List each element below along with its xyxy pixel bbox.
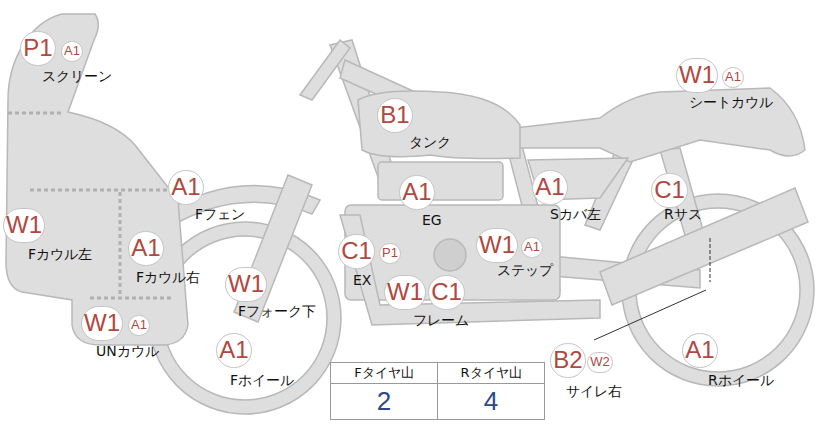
table-header-cell: Rタイヤ山 [437,362,545,384]
table-header-cell: Fタイヤ山 [330,362,438,384]
callout-code: W1 [384,275,426,310]
engine-cover [434,239,466,271]
seat-cowl [515,88,805,162]
callout-code: A1 [61,41,83,62]
part-name: サイレ右 [566,383,622,401]
part-name: EG [422,212,442,228]
part-name: ステップ [497,262,553,280]
part-name: Rホイール [708,372,774,390]
callout-code: W1 [676,58,718,93]
callout-code: W1 [81,306,123,341]
cowl-divider [119,192,122,298]
part-name: Fフェン [195,206,245,224]
engine-head [378,162,503,200]
table-value-cell: 4 [437,383,545,420]
cowl-divider [90,297,172,300]
part-name: タンク [409,134,451,152]
callout-code: W1 [225,267,267,302]
callout-code: C1 [428,275,465,310]
part-name: スクリーン [42,68,112,86]
callout-code: A1 [399,175,435,210]
callout-code: A1 [128,315,150,336]
part-name: フレーム [413,312,469,330]
cowl-divider [30,189,168,192]
callout-code: A1 [682,333,718,368]
callout-code: A1 [128,231,164,266]
callout-code: B1 [377,98,413,133]
callout-code: P1 [379,243,401,264]
part-name: Rサス [664,206,702,224]
callout-code: C1 [651,173,688,208]
part-name: シートカウル [689,94,773,112]
callout-code: W2 [587,352,613,373]
part-name: Fカウル左 [28,246,92,264]
part-name: EX [353,272,371,288]
part-name: UNカウル [96,343,159,361]
leader-line [710,238,711,282]
callout-code: A1 [532,170,568,205]
table-value-cell: 2 [330,383,438,420]
callout-code: W1 [476,228,518,263]
callout-code: C1 [338,234,375,269]
muffler [600,188,808,305]
part-name: Fフォーク下 [238,303,316,321]
callout-code: W1 [3,208,45,243]
callout-code: A1 [168,170,204,205]
part-name: Fホイール [230,372,294,390]
handlebar [300,40,350,100]
tank [358,91,520,159]
leader-line [594,290,706,340]
part-name: Sカバ左 [550,206,601,224]
cowl-divider [8,112,62,115]
exhaust-pipe [340,215,600,325]
callout-code: A1 [722,67,744,88]
callout-code: P1 [20,31,56,66]
callout-code: A1 [521,237,543,258]
part-name: Fカウル右 [136,269,200,287]
front-cowl [6,14,188,345]
callout-code: A1 [216,333,252,368]
callout-code: B2 [550,343,586,378]
